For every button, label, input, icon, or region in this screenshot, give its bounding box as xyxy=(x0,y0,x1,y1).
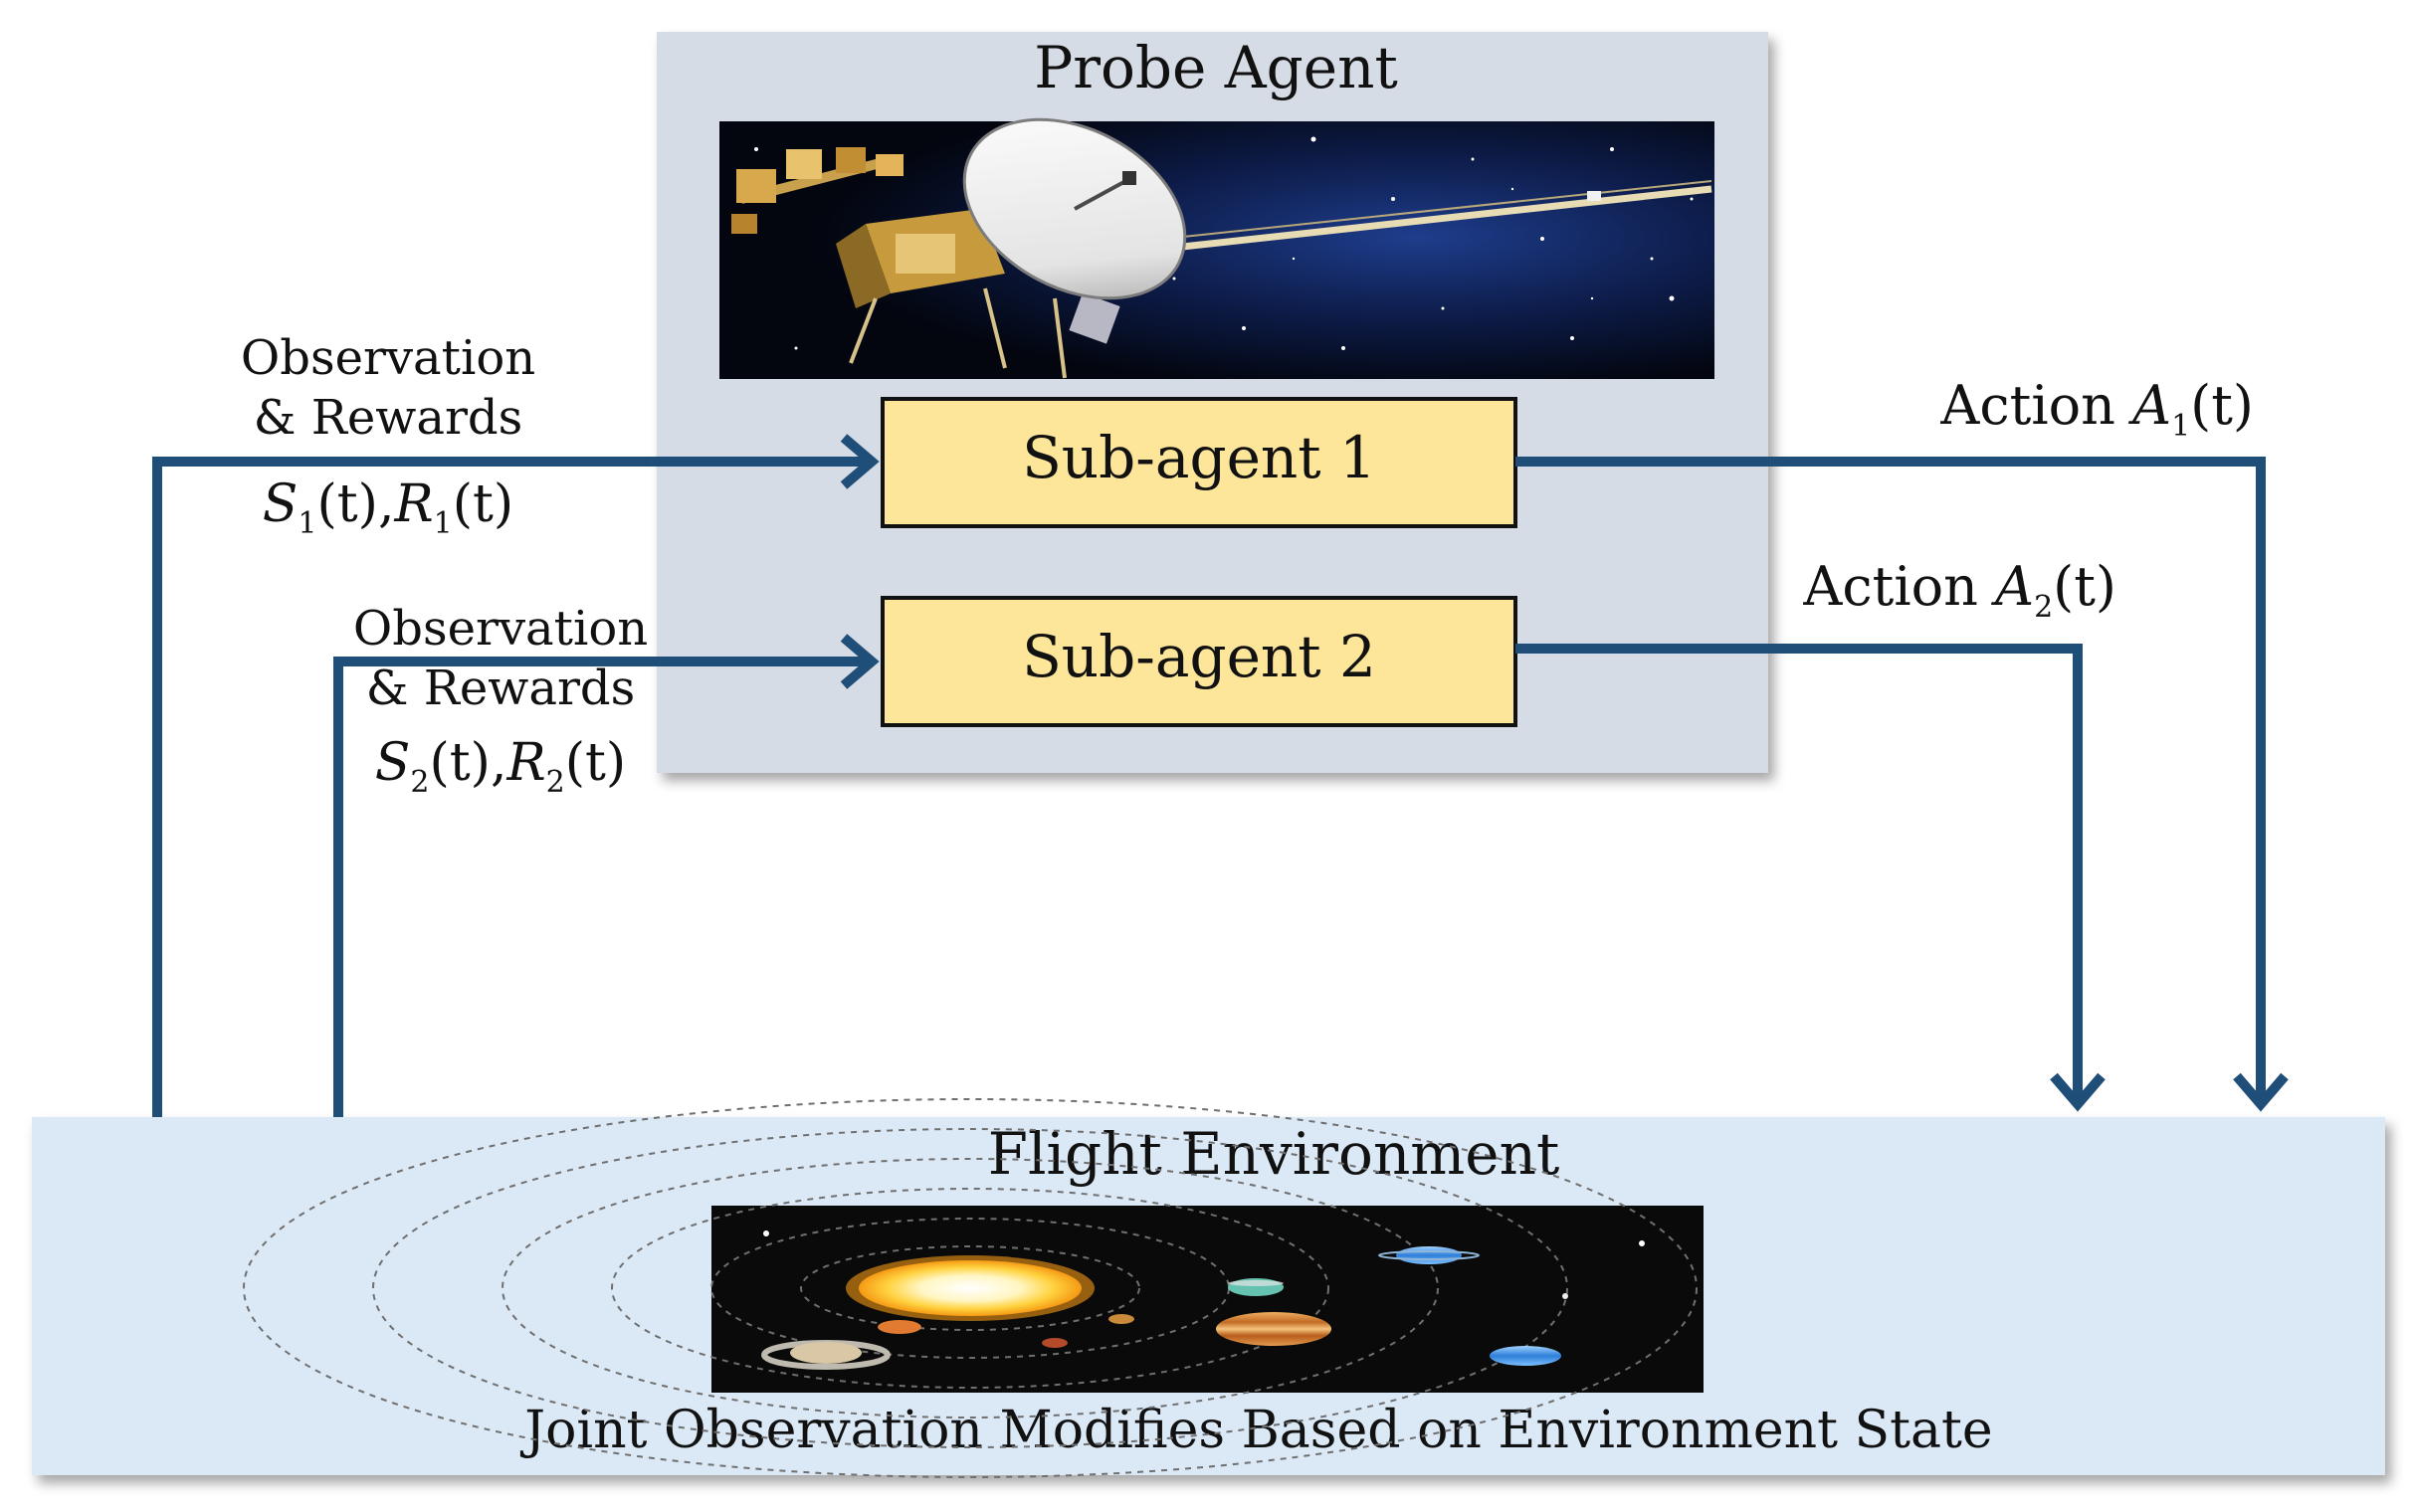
observation-2-label: Observation & Rewards S2(t),R2(t) xyxy=(353,601,648,800)
action-1-arrowhead xyxy=(2233,1072,2289,1112)
s1-time: (t) xyxy=(316,474,377,534)
spacecraft-body xyxy=(836,209,1120,379)
sub-agent-2: Sub-agent 2 xyxy=(881,596,1517,727)
r1-time: (t) xyxy=(453,474,513,534)
solar-system-illustration xyxy=(243,1098,1704,1478)
s2-symbol: S xyxy=(375,733,411,793)
a2-subscript: 2 xyxy=(2034,590,2053,625)
instrument-arm xyxy=(731,147,904,234)
dish-antenna xyxy=(962,117,1187,300)
arrows xyxy=(152,434,2289,1117)
a1-time: (t) xyxy=(2190,374,2254,437)
flight-environment-caption: Joint Observation Modifies Based on Envi… xyxy=(519,1401,1992,1460)
observation-1-formula: S1(t),R1(t) xyxy=(263,474,513,541)
action-2-arrow xyxy=(1515,644,2083,1104)
sub-agent-2-label: Sub-agent 2 xyxy=(1022,623,1376,690)
r1-subscript: 1 xyxy=(434,506,453,541)
r2-symbol: R xyxy=(506,733,546,793)
action-2-word: Action xyxy=(1802,555,1978,618)
probe-agent-title: Probe Agent xyxy=(1034,34,1398,101)
action-1-arrow xyxy=(1515,457,2266,1104)
r2-subscript: 2 xyxy=(546,765,565,800)
a1-symbol: A xyxy=(2127,374,2171,437)
flight-environment-title: Flight Environment xyxy=(988,1120,1560,1188)
a2-time: (t) xyxy=(2053,555,2116,618)
observation-2-comma: , xyxy=(491,733,507,793)
spacecraft-illustration xyxy=(719,117,1714,379)
s2-time: (t) xyxy=(429,733,490,793)
observation-1-comma: , xyxy=(378,474,395,534)
observation-2-line2: & Rewards xyxy=(366,661,636,716)
r1-symbol: R xyxy=(394,474,434,534)
sub-agent-1-label: Sub-agent 1 xyxy=(1022,424,1376,491)
observation-2-formula: S2(t),R2(t) xyxy=(375,733,626,800)
observation-1-line1: Observation xyxy=(241,330,535,386)
s2-subscript: 2 xyxy=(410,765,429,800)
star-field xyxy=(754,136,1694,350)
action-2-label: Action A2(t) xyxy=(1802,555,2116,625)
action-1-word: Action xyxy=(1939,374,2115,437)
sun-icon xyxy=(846,1255,1095,1321)
observation-1-arrow xyxy=(152,457,866,1117)
sub-agent-1: Sub-agent 1 xyxy=(881,397,1517,528)
s1-subscript: 1 xyxy=(298,506,316,541)
observation-2-line1: Observation xyxy=(353,601,648,657)
observation-1-label: Observation & Rewards S1(t),R1(t) xyxy=(241,330,535,541)
a1-subscript: 1 xyxy=(2171,409,2190,444)
observation-1-line2: & Rewards xyxy=(254,390,523,446)
r2-time: (t) xyxy=(565,733,626,793)
saturn-icon xyxy=(761,1340,891,1370)
observation-2-arrowhead xyxy=(840,634,880,689)
action-1-label: Action A1(t) xyxy=(1939,374,2254,444)
observation-1-arrowhead xyxy=(840,434,880,489)
observation-2-arrow xyxy=(333,657,866,1117)
s1-symbol: S xyxy=(263,474,299,534)
action-2-arrowhead xyxy=(2050,1072,2106,1112)
a2-symbol: A xyxy=(1990,555,2034,618)
planets xyxy=(761,1230,1645,1370)
